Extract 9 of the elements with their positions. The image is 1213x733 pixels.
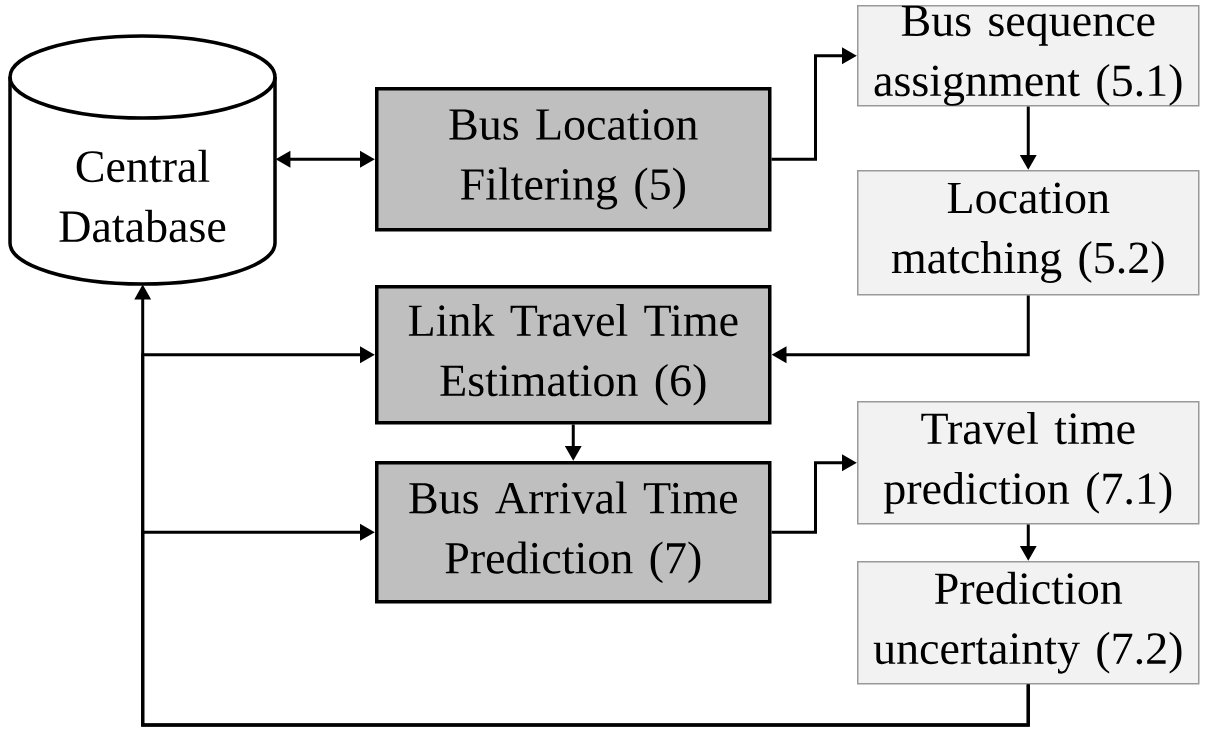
database-cylinder: Central Database	[8, 34, 277, 286]
subprocess-box: Location matching (5.2)	[857, 170, 1200, 296]
subprocess-box: Travel time prediction (7.1)	[857, 401, 1200, 525]
subprocess-box: Bus sequence assignment (5.1)	[857, 5, 1200, 107]
process-box: Bus Arrival Time Prediction (7)	[375, 461, 772, 604]
arrow	[141, 523, 1030, 727]
process-box: Link Travel Time Estimation (6)	[375, 285, 772, 425]
process-box: Bus Location Filtering (5)	[375, 87, 772, 232]
subprocess-box: Prediction uncertainty (7.2)	[857, 561, 1200, 685]
